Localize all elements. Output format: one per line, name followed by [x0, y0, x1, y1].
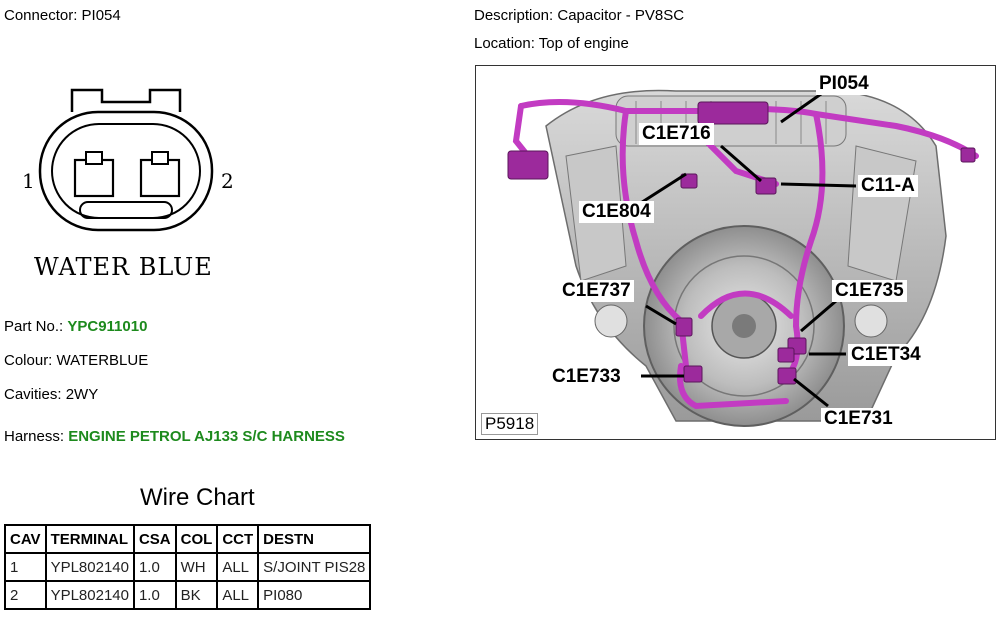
cell-terminal: YPL802140 [44, 580, 135, 610]
pin-1-label: 1 [22, 169, 35, 193]
header-col: COL [174, 524, 219, 554]
cell-destn: PI080 [257, 580, 372, 610]
header-cct: CCT [216, 524, 260, 554]
cell-cct: ALL [216, 552, 260, 582]
callout-c1e733: C1E733 [549, 366, 624, 388]
cell-csa: 1.0 [132, 552, 177, 582]
cell-cav: 2 [4, 580, 47, 610]
connector-value: PI054 [81, 7, 121, 24]
description-value: Capacitor - PV8SC [557, 7, 685, 24]
header-destn: DESTN [257, 524, 372, 554]
cell-terminal: YPL802140 [44, 552, 135, 582]
location-line: Location: Top of engine [474, 35, 629, 52]
cell-csa: 1.0 [132, 580, 177, 610]
header-terminal: TERMINAL [44, 524, 135, 554]
location-label: Location: [474, 35, 535, 52]
part-no-label: Part No.: [4, 318, 64, 335]
description-label: Description: [474, 7, 554, 24]
callout-c1e731: C1E731 [821, 408, 896, 430]
table-row: 2 YPL802140 1.0 BK ALL PI080 [4, 580, 372, 610]
cavities-label: Cavities: [4, 386, 62, 403]
part-no-link[interactable]: YPC911010 [67, 318, 148, 335]
wire-chart-table: CAV TERMINAL CSA COL CCT DESTN 1 YPL8021… [4, 524, 372, 610]
callout-c1e737: C1E737 [559, 280, 634, 302]
cell-cav: 1 [4, 552, 47, 582]
callout-c11-a: C11-A [858, 175, 918, 197]
callout-c1e735: C1E735 [832, 280, 907, 302]
wire-chart-header-row: CAV TERMINAL CSA COL CCT DESTN [4, 524, 372, 554]
description-line: Description: Capacitor - PV8SC [474, 7, 684, 24]
colour-line: Colour: WATERBLUE [4, 352, 148, 369]
connector-color-caption: WATER BLUE [34, 253, 213, 281]
callout-c1e716: C1E716 [639, 123, 714, 145]
cell-col: WH [174, 552, 219, 582]
cell-col: BK [174, 580, 219, 610]
pin-2-label: 2 [221, 169, 234, 193]
callout-c1et34: C1ET34 [848, 344, 924, 366]
table-row: 1 YPL802140 1.0 WH ALL S/JOINT PIS28 [4, 552, 372, 582]
callout-pi054: PI054 [816, 73, 872, 95]
header-cav: CAV [4, 524, 47, 554]
harness-link[interactable]: ENGINE PETROL AJ133 S/C HARNESS [68, 428, 345, 445]
header-csa: CSA [132, 524, 177, 554]
cavities-value: 2WY [65, 386, 99, 403]
colour-value: WATERBLUE [56, 352, 149, 369]
wire-chart-title: Wire Chart [140, 484, 255, 511]
cavities-line: Cavities: 2WY [4, 386, 98, 403]
cell-destn: S/JOINT PIS28 [257, 552, 372, 582]
engine-location-figure: PI054 C1E716 C11-A C1E804 C1E737 C1E735 … [475, 65, 996, 440]
figure-id: P5918 [481, 413, 539, 435]
harness-label: Harness: [4, 428, 65, 445]
colour-label: Colour: [4, 352, 53, 369]
location-value: Top of engine [538, 35, 629, 52]
connector-line: Connector: PI054 [4, 7, 121, 24]
connector-label: Connector: [4, 7, 78, 24]
connector-face-drawing: 1 2 WATER BLUE [22, 88, 234, 281]
part-no-line: Part No.: YPC911010 [4, 318, 147, 335]
harness-line: Harness: ENGINE PETROL AJ133 S/C HARNESS [4, 428, 345, 445]
callout-c1e804: C1E804 [579, 201, 654, 223]
cell-cct: ALL [216, 580, 260, 610]
